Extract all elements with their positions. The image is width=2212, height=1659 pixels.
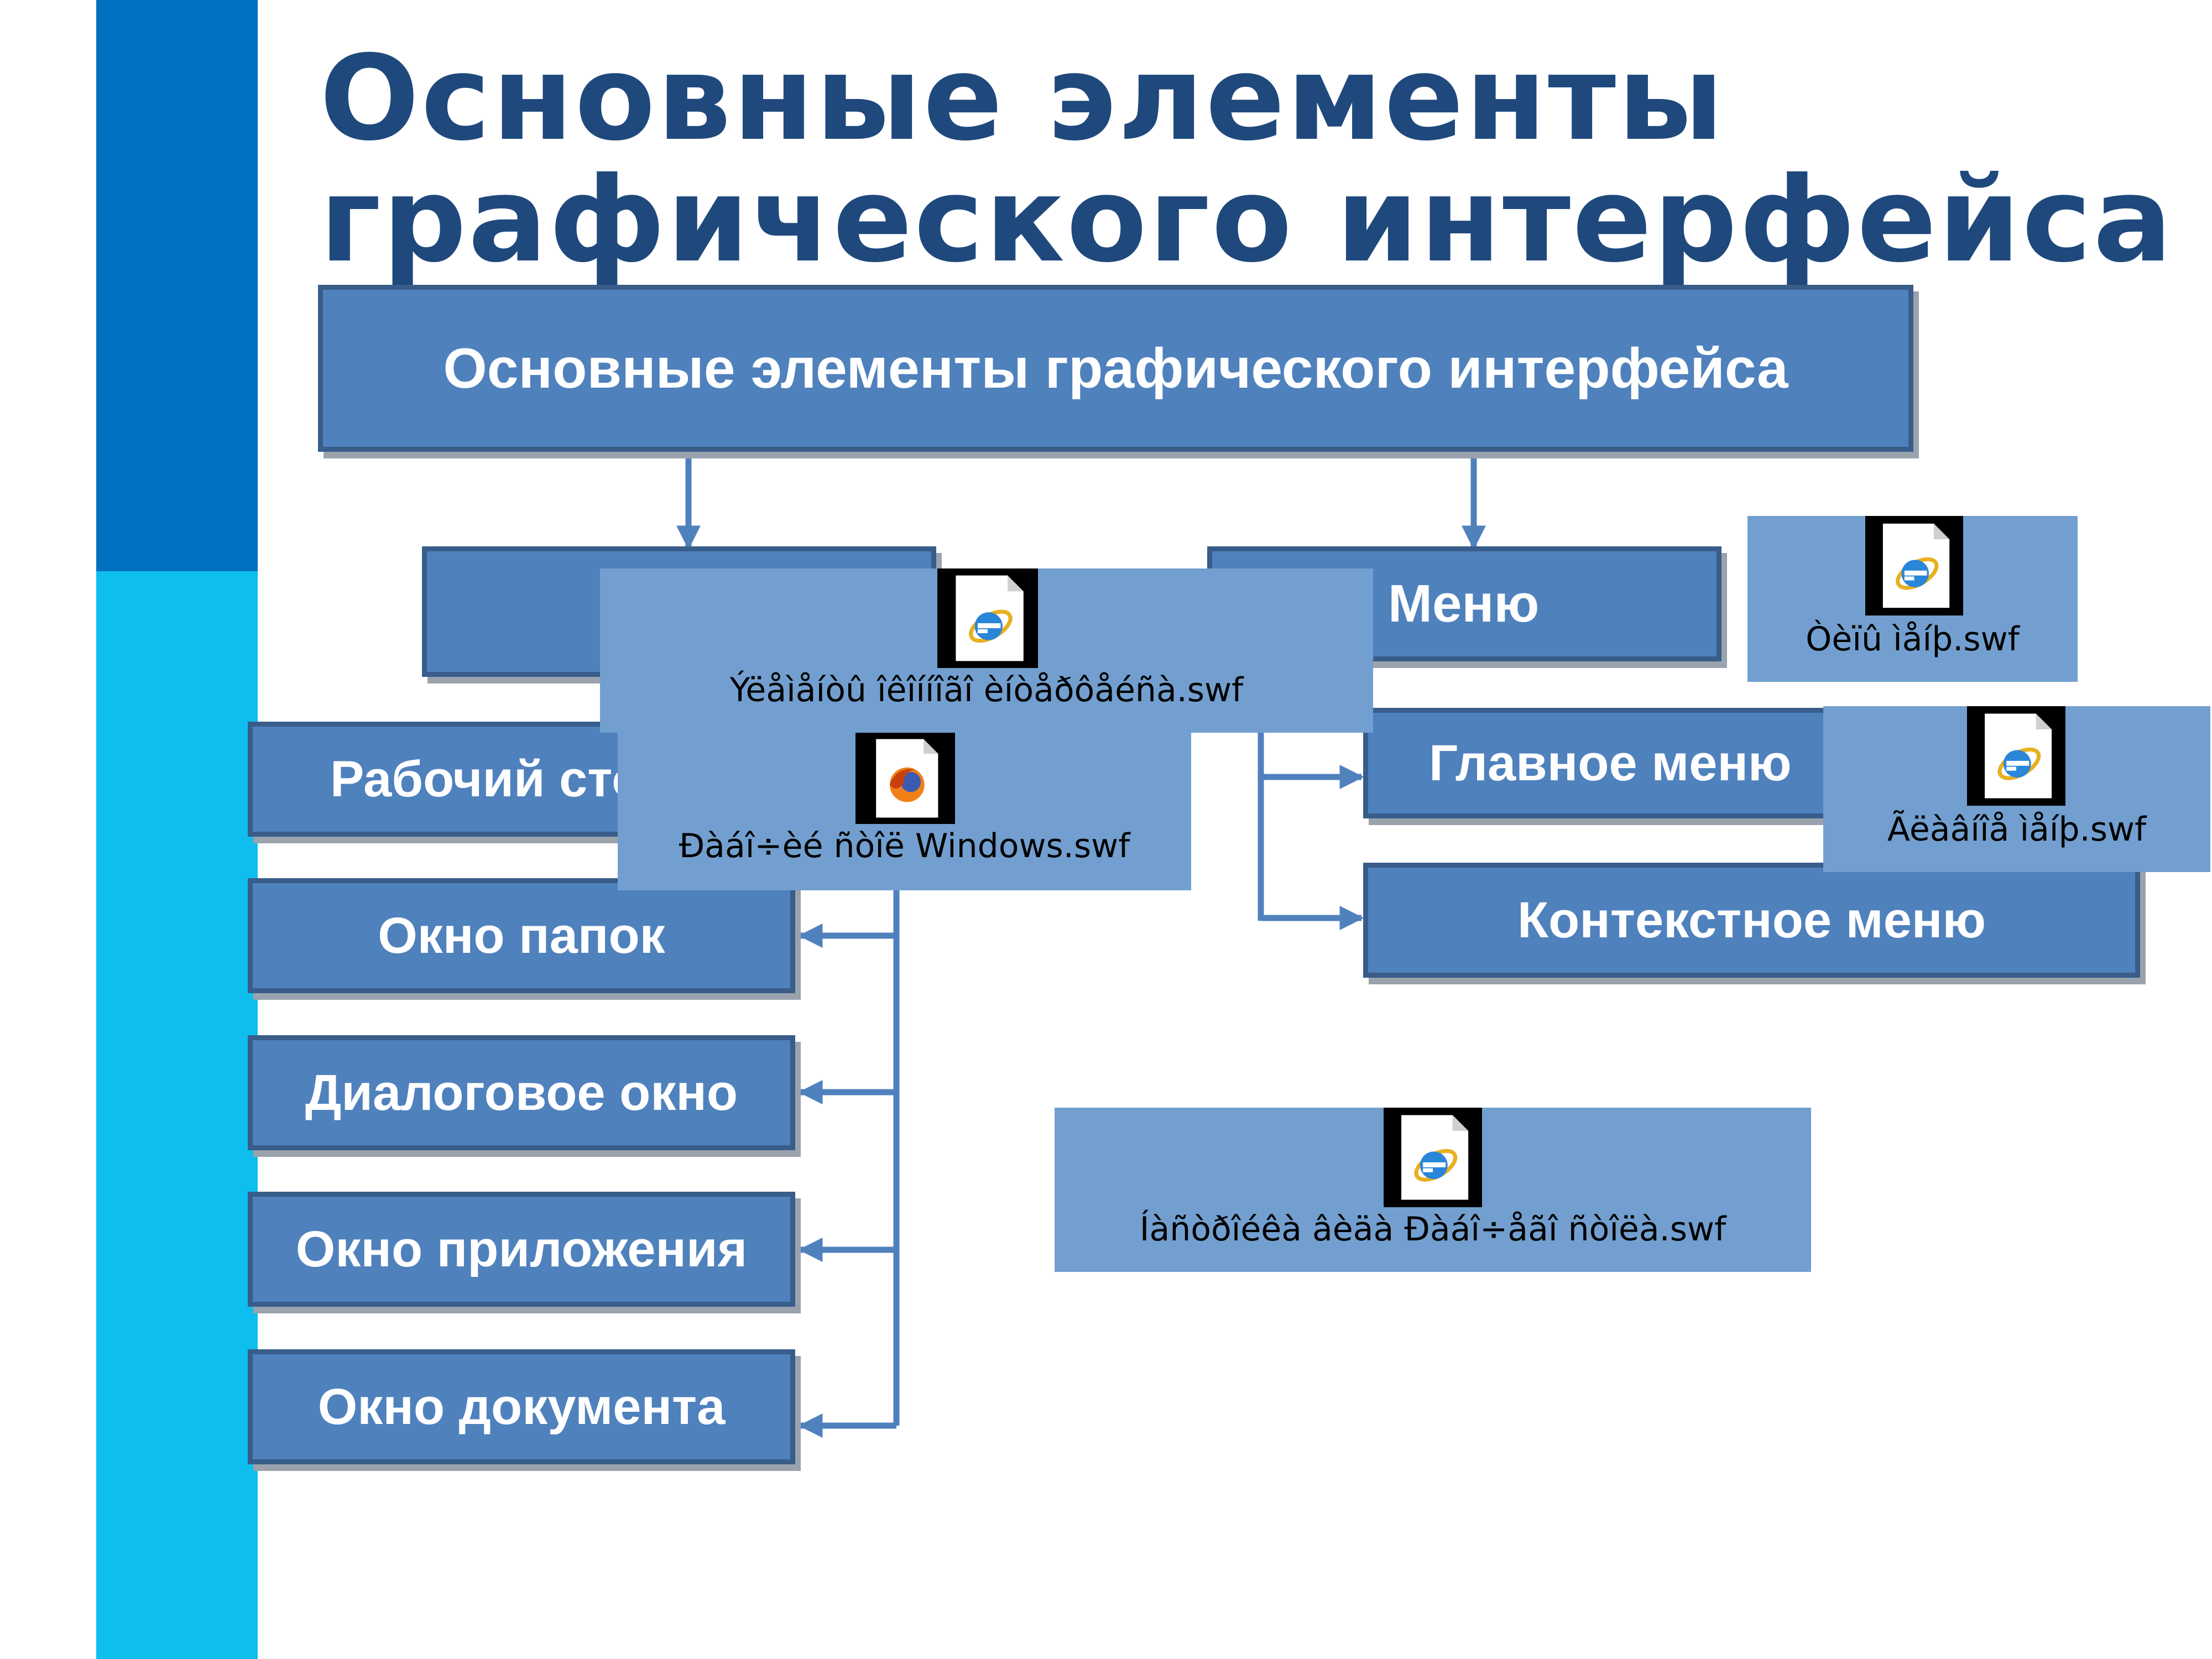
menu-box-label: Меню <box>1388 574 1540 633</box>
root-box-label: Основные элементы графического интерфейс… <box>443 336 1788 400</box>
embedded-object-caption: Íàñòðîéêà âèäà Ðàáî÷åãî ñòîëà.swf <box>1139 1210 1726 1249</box>
slide-title: Основные элементы графического интерфейс… <box>320 38 2200 281</box>
dialog-window-box-label: Диалоговое окно <box>305 1064 738 1121</box>
internet-explorer-icon <box>1384 1108 1482 1207</box>
accent-band-dark <box>96 0 258 571</box>
document-window-box: Окно документа <box>248 1349 795 1464</box>
internet-explorer-icon <box>1865 516 1963 615</box>
application-window-box-label: Окно приложения <box>295 1220 748 1277</box>
embedded-object-interface-elements[interactable]: Ýëåìåíòû îêîííîãî èíòåðôåéñà.swf <box>600 568 1373 733</box>
context-menu-box-label: Контекстное меню <box>1517 891 1986 948</box>
dialog-window-box: Диалоговое окно <box>248 1035 795 1150</box>
embedded-object-main-menu[interactable]: Ãëàâíîå ìåíþ.swf <box>1823 706 2210 872</box>
embedded-object-caption: Òèïû ìåíþ.swf <box>1806 620 2020 659</box>
application-window-box: Окно приложения <box>248 1192 795 1307</box>
embedded-object-caption: Ãëàâíîå ìåíþ.swf <box>1887 810 2147 849</box>
desktop-box-label: Рабочий стол <box>330 750 674 807</box>
embedded-object-caption: Ðàáî÷èé ñòîë Windows.swf <box>679 827 1130 865</box>
root-box: Основные элементы графического интерфейс… <box>318 285 1913 452</box>
accent-band-light <box>96 571 258 1659</box>
main-menu-box-label: Главное меню <box>1429 734 1792 791</box>
main-menu-box: Главное меню <box>1363 708 1877 818</box>
context-menu-box: Контекстное меню <box>1363 863 2140 978</box>
slide-title-line-2: графического интерфейса <box>320 152 2174 288</box>
document-window-box-label: Окно документа <box>317 1378 726 1435</box>
embedded-object-windows-desktop[interactable]: Ðàáî÷èé ñòîë Windows.swf <box>618 733 1191 890</box>
embedded-object-menu-types[interactable]: Òèïû ìåíþ.swf <box>1747 516 2078 682</box>
internet-explorer-icon <box>937 568 1038 668</box>
embedded-object-desktop-customization[interactable]: Íàñòðîéêà âèäà Ðàáî÷åãî ñòîëà.swf <box>1055 1108 1811 1272</box>
folder-window-box: Окно папок <box>248 878 795 993</box>
firefox-icon <box>855 733 955 824</box>
internet-explorer-icon <box>1967 706 2065 806</box>
folder-window-box-label: Окно папок <box>378 907 665 964</box>
embedded-object-caption: Ýëåìåíòû îêîííîãî èíòåðôåéñà.swf <box>729 671 1244 709</box>
slide-title-line-1: Основные элементы <box>320 30 1725 166</box>
